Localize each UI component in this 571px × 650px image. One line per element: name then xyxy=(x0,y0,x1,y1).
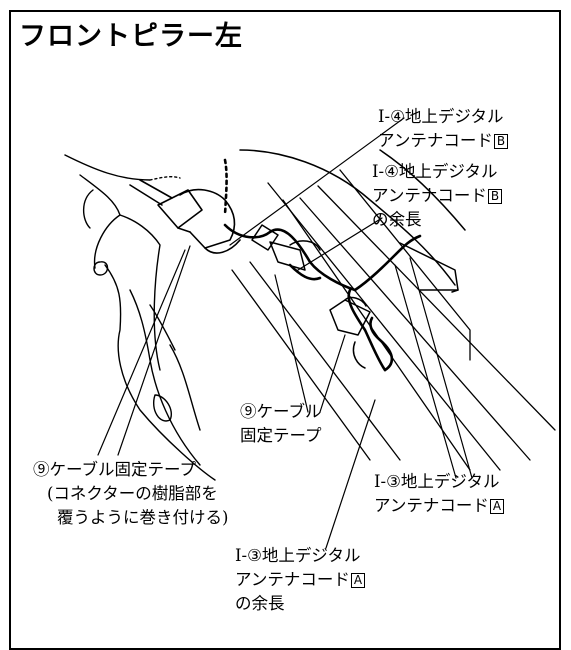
label-cable-a-extra-line2-text: アンテナコード xyxy=(235,570,350,589)
label-cable-a-line2-text: アンテナコード xyxy=(374,496,489,515)
label-cable-b-line2-text: アンテナコード xyxy=(378,131,493,150)
label-cable-b-extra-line1: I-④地上デジタル xyxy=(372,162,498,181)
diagram-title: フロントピラー左 xyxy=(19,21,243,52)
label-tape-connector: ⑨ケーブル固定テープ (コネクターの樹脂部を 覆うように巻き付ける) xyxy=(33,458,228,530)
label-tape-connector-line3: 覆うように巻き付ける) xyxy=(57,508,229,527)
connector-with-tape xyxy=(129,179,241,254)
label-tape-short: ⑨ケーブル 固定テープ xyxy=(240,400,322,448)
label-tape-connector-line1: ⑨ケーブル固定テープ xyxy=(33,460,197,479)
label-cable-b-extra-line2-text: アンテナコード xyxy=(372,186,487,205)
label-tape-short-line1: ⑨ケーブル xyxy=(240,402,322,421)
dashboard-outline xyxy=(64,154,216,481)
label-cable-b-line1: I-④地上デジタル xyxy=(378,107,504,126)
cable-b-dotted xyxy=(223,158,228,217)
label-cable-a-extra-line3: の余長 xyxy=(235,594,285,613)
label-cable-b-box: B xyxy=(493,134,509,149)
label-cable-a-line1: I-③地上デジタル xyxy=(374,472,500,491)
label-cable-a-extra-box: A xyxy=(350,573,366,588)
antenna-cables xyxy=(223,223,422,372)
label-tape-short-line2: 固定テープ xyxy=(240,426,322,445)
label-tape-connector-line2: (コネクターの樹脂部を xyxy=(47,484,218,503)
pillar-edge xyxy=(239,149,466,293)
cable-dotted-small xyxy=(149,176,181,181)
cable-fixing-tapes xyxy=(251,224,371,369)
label-cable-a-box: A xyxy=(489,499,505,514)
pillar-lines xyxy=(231,169,556,471)
label-cable-b-extra-line3: の余長 xyxy=(372,210,422,229)
pillar-illustration xyxy=(64,117,556,549)
label-cable-a-extra-line1: I-③地上デジタル xyxy=(235,546,361,565)
label-cable-b-extra-box: B xyxy=(487,189,503,204)
leader-lines xyxy=(97,117,473,549)
